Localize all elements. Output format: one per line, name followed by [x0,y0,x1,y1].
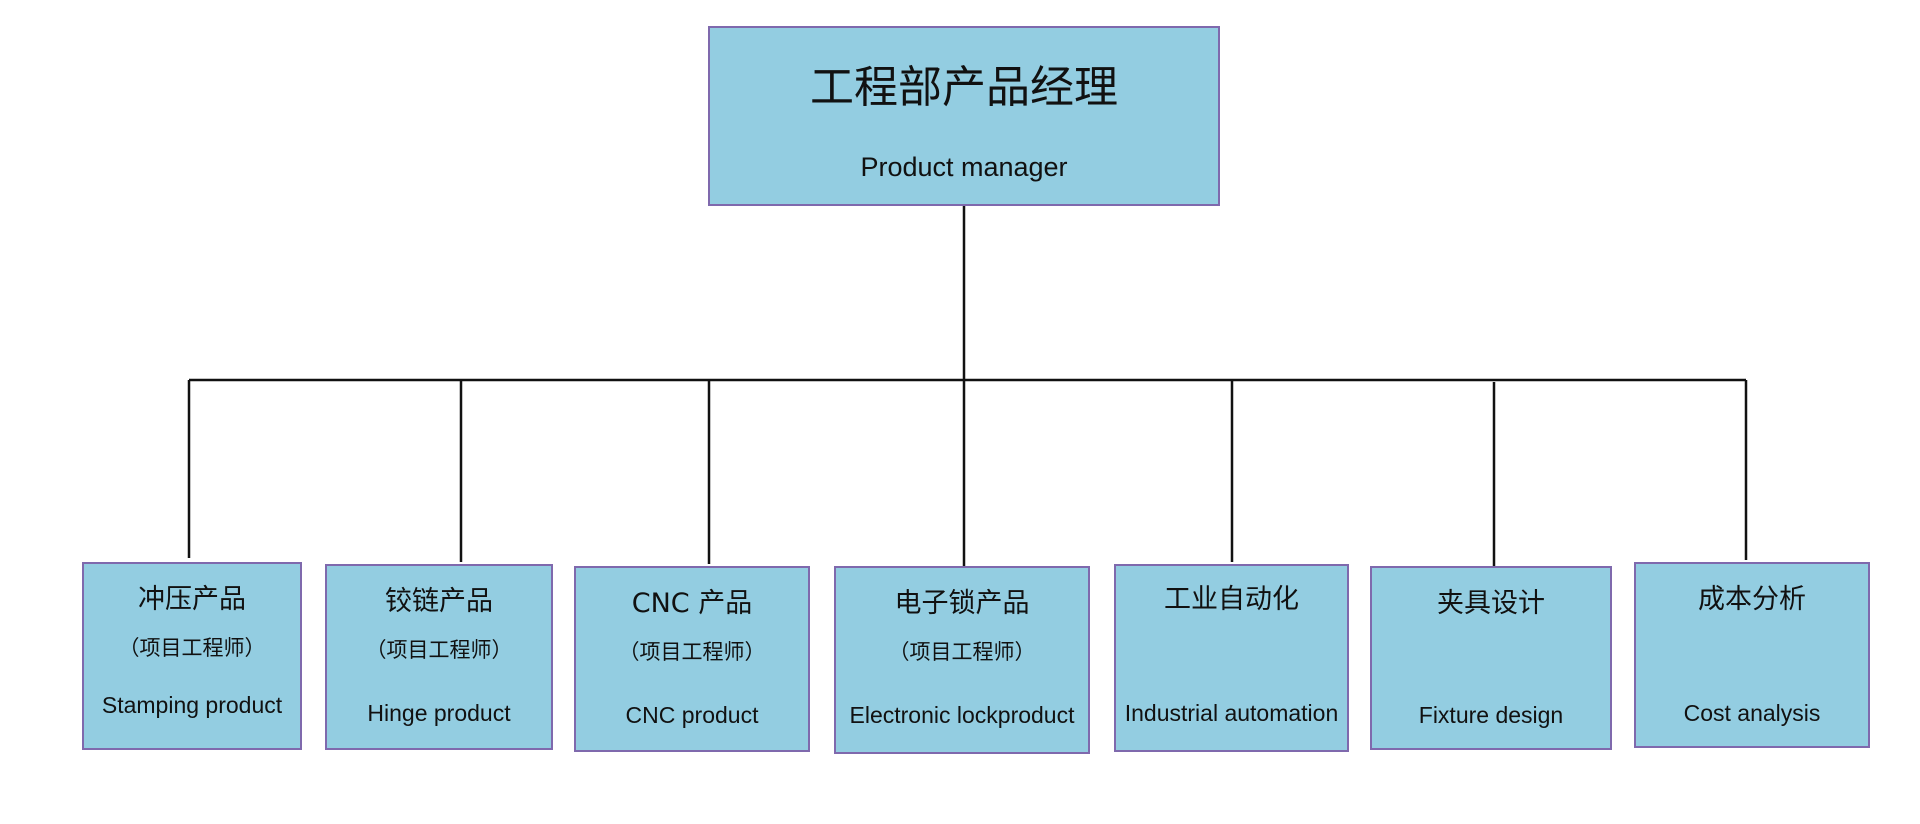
fixture-design-title-en: Fixture design [1418,702,1564,728]
cost-analysis-title-cn: 成本分析 [1698,584,1806,615]
manager-title-cn: 工程部产品经理 [810,62,1118,113]
cost-analysis-title-en: Cost analysis [1683,700,1821,726]
cnc-product-title-cn: CNC 产品 [631,588,753,619]
hinge-product-node: 铰链产品 （项目工程师） Hinge product [325,564,553,750]
stamping-product-role-cn: （项目工程师） [118,636,266,660]
industrial-automation-node: 工业自动化 Industrial automation [1114,564,1349,752]
electronic-lock-product-title-cn: 电子锁产品 [894,588,1030,619]
hinge-product-title-en: Hinge product [367,700,511,726]
cnc-product-title-en: CNC product [625,702,759,728]
stamping-product-title-cn: 冲压产品 [138,584,246,615]
product-manager-node: 工程部产品经理 Product manager [708,26,1220,206]
hinge-product-title-cn: 铰链产品 [385,586,493,617]
manager-title-en: Product manager [860,152,1068,182]
hinge-product-role-cn: （项目工程师） [365,638,513,662]
fixture-design-node: 夹具设计 Fixture design [1370,566,1612,750]
cnc-product-node: CNC 产品 （项目工程师） CNC product [574,566,810,752]
industrial-automation-title-cn: 工业自动化 [1164,584,1299,615]
stamping-product-title-en: Stamping product [101,692,283,718]
cnc-product-role-cn: （项目工程师） [618,640,766,664]
fixture-design-title-cn: 夹具设计 [1437,588,1545,619]
electronic-lock-product-title-en: Electronic lockproduct [849,702,1075,728]
stamping-product-node: 冲压产品 （项目工程师） Stamping product [82,562,302,750]
industrial-automation-title-en: Industrial automation [1124,700,1339,726]
electronic-lock-product-role-cn: （项目工程师） [888,640,1036,664]
cost-analysis-node: 成本分析 Cost analysis [1634,562,1870,748]
electronic-lock-product-node: 电子锁产品 （项目工程师） Electronic lockproduct [834,566,1090,754]
